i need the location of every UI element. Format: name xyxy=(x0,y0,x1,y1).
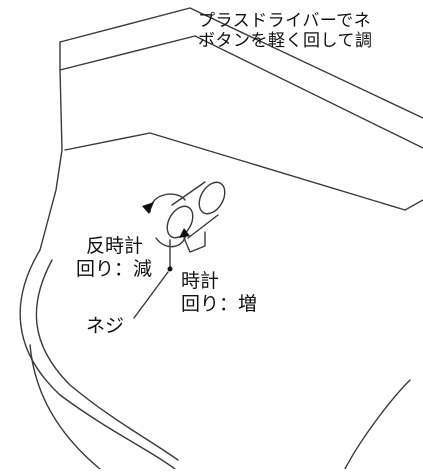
front-face-top-edge xyxy=(59,35,423,149)
knob-face xyxy=(166,205,194,239)
top-plate-outline xyxy=(59,7,423,119)
knob-end-cap xyxy=(198,181,226,215)
knob-cylinder-bottom xyxy=(187,214,219,239)
rotation-arrowhead-ccw xyxy=(142,202,154,214)
counterclockwise-label-line-2: 回り：減 xyxy=(76,258,153,280)
front-face-side-edge xyxy=(404,199,423,211)
instruction-caption-line-2: ボタンを軽く回して調 xyxy=(198,31,373,51)
lower-flange xyxy=(29,344,101,470)
left-curve-inner xyxy=(35,259,179,461)
rotation-arrowhead-cw xyxy=(179,228,190,238)
rotation-arrow xyxy=(149,193,186,213)
right-lower-curve xyxy=(344,379,411,470)
left-curve-outer xyxy=(19,249,176,470)
counterclockwise-label-line-1: 反時計 xyxy=(86,235,144,257)
knob-cylinder-top xyxy=(171,181,206,206)
knob-stem xyxy=(183,231,206,253)
clockwise-label-line-1: 時計 xyxy=(181,270,220,292)
screw-leader-line xyxy=(133,271,169,319)
screw-point xyxy=(167,266,173,272)
front-face-left-edge xyxy=(39,69,63,251)
inner-recess-edge xyxy=(64,132,406,211)
screw-label: ネジ xyxy=(86,315,125,337)
clockwise-label-line-2: 回り：増 xyxy=(181,293,258,315)
rotation-arrow-lower xyxy=(155,233,187,248)
instruction-caption-line-1: プラスドライバーでネ xyxy=(198,11,372,31)
